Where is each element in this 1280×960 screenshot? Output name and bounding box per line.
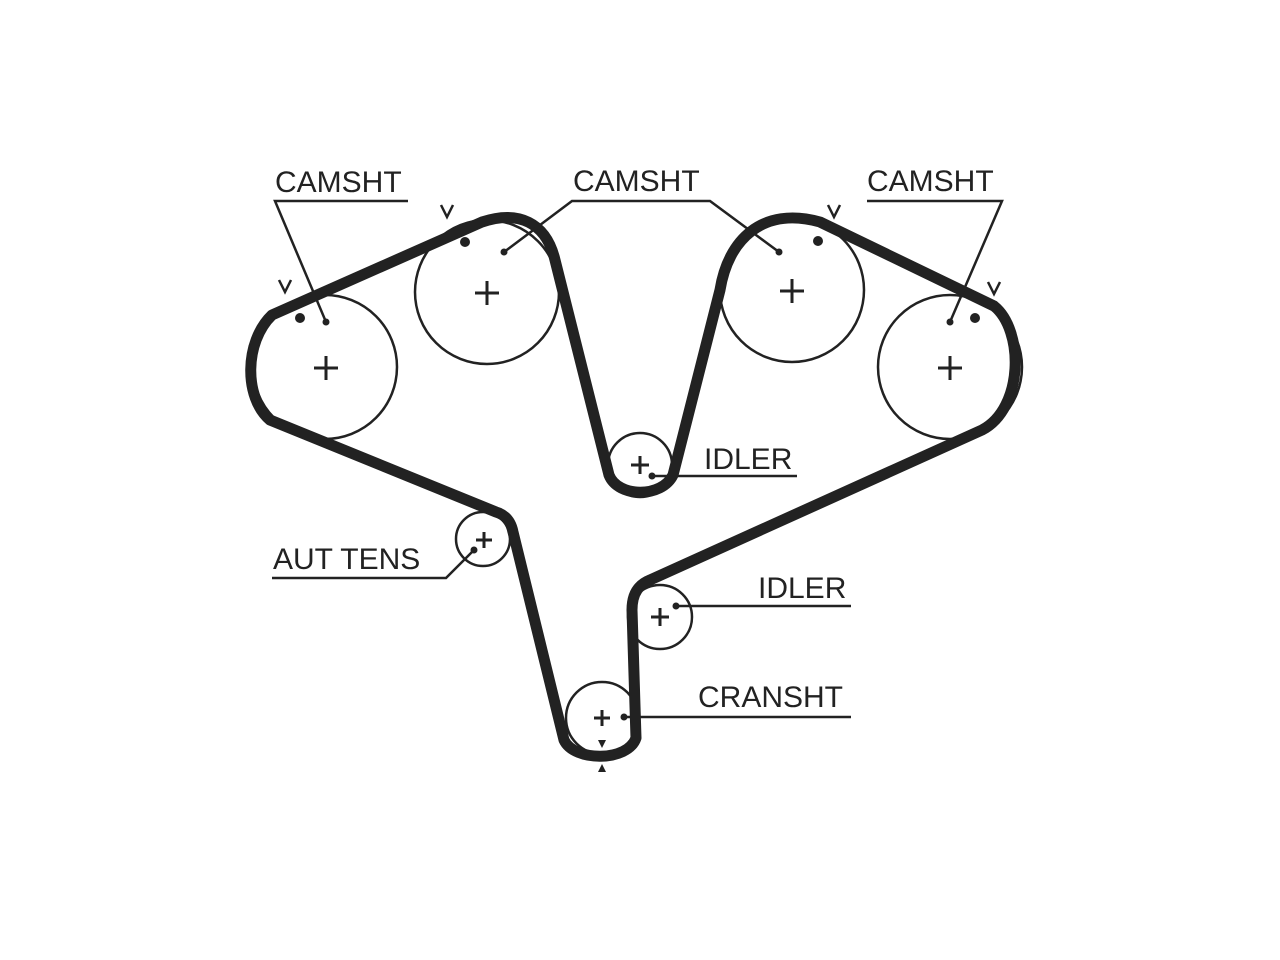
label-aut-tens: AUT TENS xyxy=(273,543,420,576)
timing-dot-outer-right xyxy=(970,313,980,323)
idler-upper-center-icon xyxy=(631,456,649,474)
leader-camsht-right xyxy=(867,199,1004,323)
crank-mark-top-arrow-icon xyxy=(598,740,606,748)
timing-dot-inner-left xyxy=(460,237,470,247)
pulley-center-marks xyxy=(314,279,962,726)
crankshaft-center-icon xyxy=(594,710,610,726)
leader-camsht-center xyxy=(503,199,780,254)
leader-end-cransht xyxy=(620,713,628,721)
idler-lower-center-icon xyxy=(651,608,669,626)
leader-aut-tens xyxy=(272,549,475,580)
timing-dot-outer-left xyxy=(295,313,305,323)
timing-marks xyxy=(277,204,1002,772)
camshaft-center-outer-left-icon xyxy=(314,356,338,380)
leader-end-camsht-right xyxy=(946,318,954,326)
label-idler-lower: IDLER xyxy=(758,572,846,605)
leader-end-camsht-center-left xyxy=(500,248,508,256)
timing-dot-inner-right xyxy=(813,236,823,246)
label-camsht-right: CAMSHT xyxy=(867,165,994,198)
leader-end-idler-lower xyxy=(672,602,680,610)
camshaft-center-inner-right-icon xyxy=(780,279,804,303)
crank-mark-bottom-arrow-icon xyxy=(598,764,606,772)
leader-lines xyxy=(272,199,1004,721)
tensioner-center-icon xyxy=(476,532,492,548)
leader-end-camsht-left xyxy=(322,318,330,326)
leader-end-idler-upper xyxy=(648,472,656,480)
camshaft-center-outer-right-icon xyxy=(938,356,962,380)
leader-camsht-left xyxy=(273,199,408,323)
timing-dots xyxy=(295,236,980,323)
label-cransht: CRANSHT xyxy=(698,681,843,714)
label-idler-upper: IDLER xyxy=(704,443,792,476)
camshaft-center-inner-left-icon xyxy=(475,281,499,305)
label-camsht-left: CAMSHT xyxy=(275,166,402,199)
labels: CAMSHT CAMSHT CAMSHT IDLER IDLER AUT TEN… xyxy=(273,165,994,714)
timing-mark-outer-right-icon xyxy=(986,281,1002,297)
timing-mark-inner-right-icon xyxy=(826,204,842,220)
timing-belt xyxy=(245,212,1021,762)
leader-end-camsht-center-right xyxy=(775,248,783,256)
timing-mark-outer-left-icon xyxy=(277,279,293,295)
timing-mark-inner-left-icon xyxy=(439,204,455,220)
leader-end-aut-tens xyxy=(470,546,478,554)
label-camsht-center: CAMSHT xyxy=(573,165,700,198)
